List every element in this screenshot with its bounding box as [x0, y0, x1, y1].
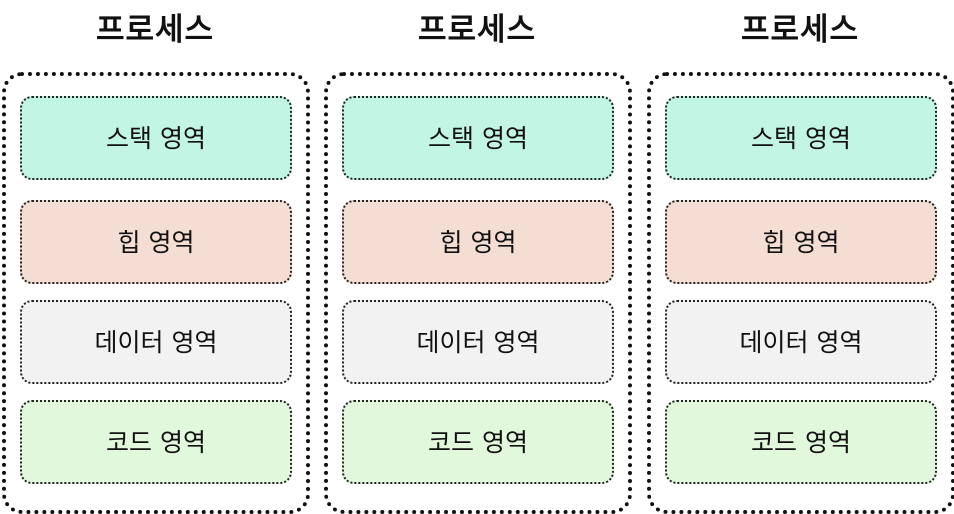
process-title: 프로세스: [417, 12, 537, 48]
data-region: 데이터 영역: [20, 300, 292, 384]
code-region: 코드 영역: [342, 400, 614, 484]
code-region: 코드 영역: [20, 400, 292, 484]
data-region: 데이터 영역: [665, 300, 937, 384]
stack-region: 스택 영역: [665, 96, 937, 180]
process-column-3: 프로세스 스택 영역 힙 영역 데이터 영역 코드 영역: [647, 0, 954, 514]
process-column-1: 프로세스 스택 영역 힙 영역 데이터 영역 코드 영역: [2, 0, 310, 514]
process-title: 프로세스: [740, 12, 860, 48]
stack-region: 스택 영역: [20, 96, 292, 180]
process-box: 스택 영역 힙 영역 데이터 영역 코드 영역: [647, 72, 954, 514]
process-box: 스택 영역 힙 영역 데이터 영역 코드 영역: [2, 72, 310, 514]
process-box: 스택 영역 힙 영역 데이터 영역 코드 영역: [324, 72, 632, 514]
heap-region: 힙 영역: [342, 200, 614, 284]
heap-region: 힙 영역: [665, 200, 937, 284]
process-column-2: 프로세스 스택 영역 힙 영역 데이터 영역 코드 영역: [324, 0, 632, 514]
data-region: 데이터 영역: [342, 300, 614, 384]
heap-region: 힙 영역: [20, 200, 292, 284]
process-title: 프로세스: [95, 12, 215, 48]
code-region: 코드 영역: [665, 400, 937, 484]
stack-region: 스택 영역: [342, 96, 614, 180]
